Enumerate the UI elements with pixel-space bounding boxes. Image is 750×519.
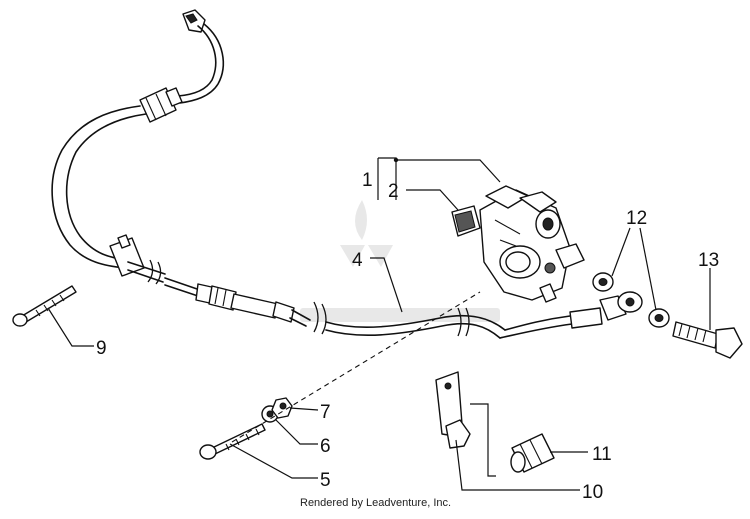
bolt-5 xyxy=(199,423,266,460)
callout-7: 7 xyxy=(320,402,331,423)
callout-4: 4 xyxy=(352,250,363,271)
nut-7 xyxy=(271,397,293,419)
brake-line xyxy=(109,234,643,339)
callout-12: 12 xyxy=(626,208,647,229)
watermark-logo xyxy=(300,200,500,322)
washers xyxy=(592,272,670,328)
callout-labels: 1 2 4 5 6 7 9 10 11 12 13 xyxy=(96,170,719,503)
brake-hose-upper xyxy=(51,9,225,269)
callout-10: 10 xyxy=(582,482,603,503)
callout-5: 5 xyxy=(320,470,331,491)
brake-caliper xyxy=(479,185,585,303)
callout-2: 2 xyxy=(388,181,399,202)
callout-13: 13 xyxy=(698,250,719,271)
callout-9: 9 xyxy=(96,338,107,359)
bolt-9 xyxy=(12,285,77,327)
leader-lines xyxy=(47,157,711,491)
grommet-11 xyxy=(510,433,555,473)
brake-pad xyxy=(451,205,481,237)
callout-1: 1 xyxy=(362,170,373,191)
clamp-bracket xyxy=(435,371,471,449)
banjo-bolt xyxy=(672,321,743,359)
callout-6: 6 xyxy=(320,436,331,457)
callout-11: 11 xyxy=(592,444,612,465)
footer-credit: Rendered by Leadventure, Inc. xyxy=(300,497,451,509)
